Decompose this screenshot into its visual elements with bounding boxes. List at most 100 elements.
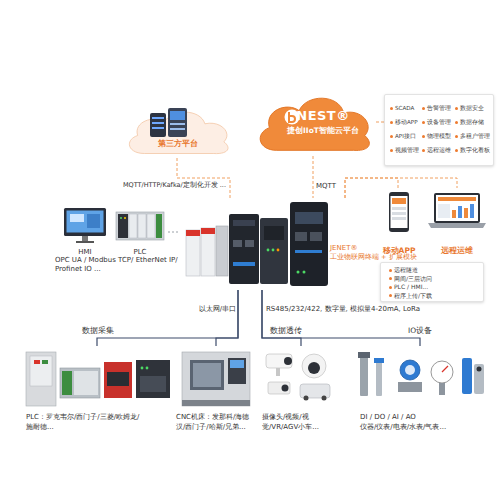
bullet-item: 程序上传/下载 [389,292,483,301]
node-text: 第三方平台 [122,138,234,149]
node-text: CNC机床：发那科/海德汉/西门子/哈斯/兄弟... [176,412,256,432]
bullet-item: PLC / HMI... [389,283,483,292]
node-text: PLC：罗克韦尔/西门子/三菱/欧姆龙/施耐德... [26,412,144,432]
annotation-label: RS485/232/422, 数字量, 模拟量4-20mA, LoRa [266,305,420,314]
io-device-group [405,365,415,375]
camera-group [282,385,289,392]
io-device-group [431,361,453,383]
bullet-item: 视频管理 [390,146,419,154]
annotation-label: 以太网/串口 [186,305,236,314]
plc-device-group [60,368,100,398]
cloud-logo [285,110,300,125]
gateway-device [186,230,200,276]
text-group: 远程运维 [424,246,490,256]
text-group: PLC：罗克韦尔/西门子/三菱/欧姆龙/施耐德... [26,412,144,432]
gateway-device [303,271,306,274]
bullet-item: API接口 [390,132,419,140]
cloud-logo [289,112,295,122]
server-icon [150,108,187,137]
plc-device-group [30,356,52,386]
bullet-item: 物理模型 [422,132,451,140]
gateway-device [310,232,322,241]
camera-group [266,354,292,368]
gateway-device [229,214,259,284]
cnc-machine [193,363,221,387]
bullet-item: 数据安全 [455,104,490,112]
camera-group [322,396,327,401]
device-group: CNC机床：发那科/海德汉/西门子/哈斯/兄弟... [176,346,256,442]
plc-device-group [34,360,40,364]
camera-group [300,384,330,398]
camera-group [268,382,290,394]
connector-line [97,290,238,346]
camera-group [284,357,292,365]
camera-group [276,368,280,376]
cnc-machine [182,352,250,406]
hmi-icon [76,241,94,243]
phone-icon [392,212,406,215]
laptop-icon [438,204,450,218]
hmi-icon [82,236,88,241]
cnc-machine [182,400,250,406]
gateway-node: JENET®工业物联网终端 + 扩展模块 [180,198,416,290]
device-group: PLC：罗克韦尔/西门子/三菱/欧姆龙/施耐德... [22,346,172,442]
io-device-group [439,383,445,395]
io-device-group [358,352,484,396]
connector-line [345,178,398,198]
cnc-machine [228,358,246,384]
plc-device-group [26,352,170,406]
plc-icon [124,217,126,219]
connector-line [216,290,238,346]
bullet-item: 告警管理 [422,104,451,112]
io-device-group [358,352,370,358]
gateway-device [277,249,280,252]
plc-icon [116,212,164,240]
plc-icon [120,217,122,219]
camera-group [302,354,326,378]
gateway-device [233,262,255,266]
plc-icon [116,212,164,240]
plc-node: PLC [112,206,168,256]
feature-list-box: SCADA告警管理数据安全移动APP设备管理数据存储API接口物理模型多租户管理… [384,94,494,166]
node-text: HMI [60,248,110,256]
io-device-group [400,360,420,380]
app-icon-node: 移动APP [380,190,418,256]
laptop-icon [434,193,480,223]
io-device-group [376,362,382,396]
phone-icon [392,207,406,210]
gateway-device [295,232,307,241]
gateway-device [297,271,300,274]
cloud-shape [260,98,369,150]
io-device-group [442,366,448,372]
hmi-node: HMI [60,206,110,256]
plc-device-group [136,360,170,398]
bullet-item: 多租户管理 [455,132,490,140]
bullet-item: 网间/三层访问 [389,275,483,284]
camera-group [308,362,320,374]
plc-icon [129,214,137,238]
cloud-platform: 第三方平台 [122,104,234,158]
hmi-icon [87,214,100,228]
plc-icon [147,214,155,238]
hmi-icon [64,208,106,243]
laptop-icon [452,210,456,218]
laptop-icon [428,193,486,228]
laptop-icon [428,223,486,228]
plc-device-group [104,362,132,398]
plc-icon [138,214,146,238]
io-device-group [462,358,472,394]
annotation-label: IO设备 [408,326,432,335]
camera-group [304,396,309,401]
phone-icon [392,198,406,204]
server-icon [170,111,185,120]
server-icon [168,108,187,137]
plc-device-group [74,371,98,395]
phone-icon [391,196,408,228]
node-text: PLC [112,248,168,256]
gateway-device [201,228,215,234]
hmi-icon [70,214,84,222]
plc-icon [156,214,162,238]
io-device-group [374,358,384,363]
text-group: DI / DO / AI / AO仪器/仪表/电表/水表/气表... [360,412,490,432]
